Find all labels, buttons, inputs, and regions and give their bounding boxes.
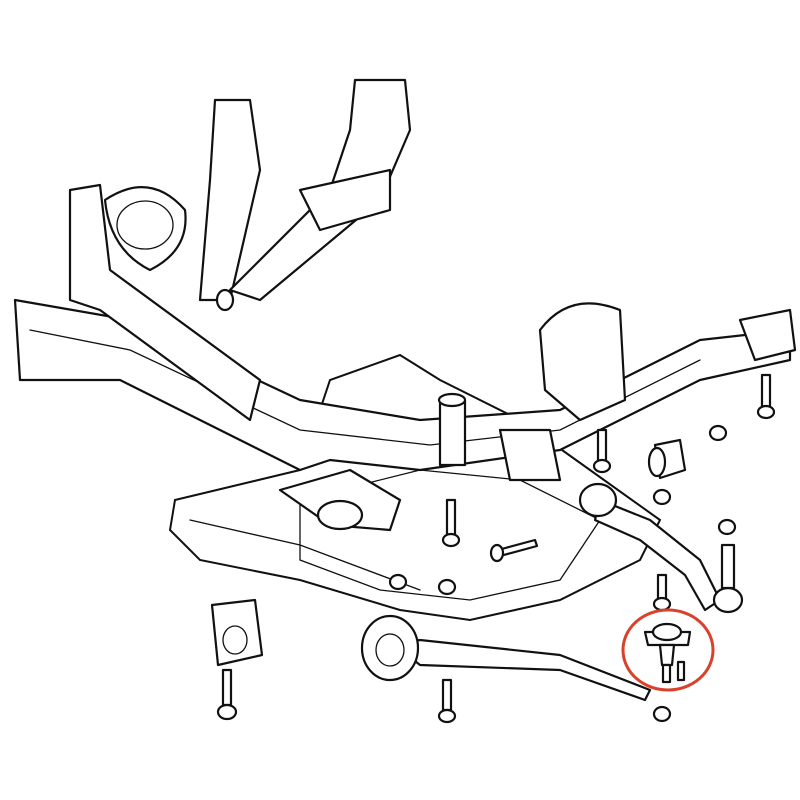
highlight-circle xyxy=(621,608,715,692)
subframe xyxy=(13,78,797,532)
bushing-rear xyxy=(647,438,687,480)
fasteners xyxy=(216,373,776,724)
bushing-front xyxy=(210,598,264,667)
ball-joint xyxy=(643,622,692,684)
thrust-arm xyxy=(360,614,652,702)
control-arm xyxy=(578,482,744,614)
